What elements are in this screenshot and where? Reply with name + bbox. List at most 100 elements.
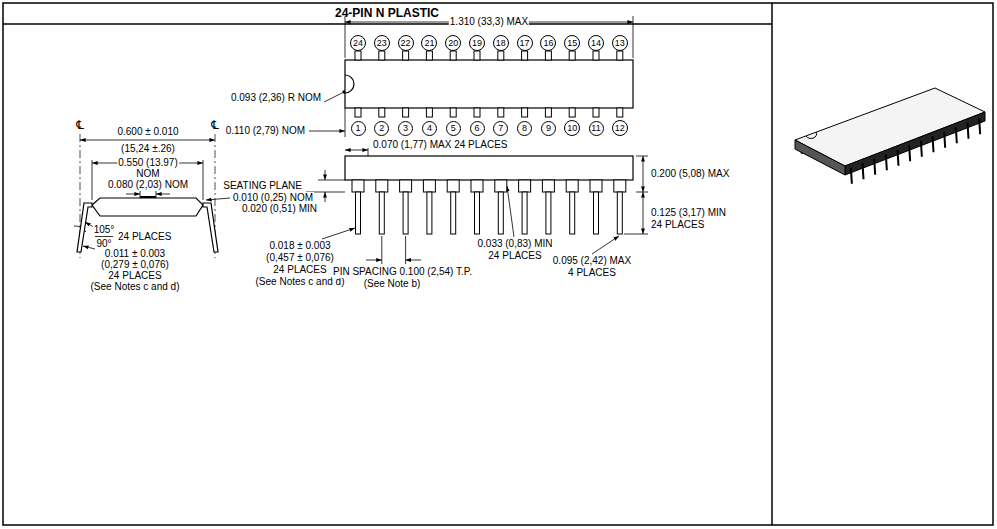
lead-outlines (522, 108, 528, 117)
end-view (77, 196, 218, 252)
end-view (77, 203, 92, 252)
lead-outlines (356, 192, 361, 234)
dimension-label: 0.018 ± 0.003 (268, 240, 331, 252)
pin-number: 6 (474, 123, 479, 133)
pin-number-circle: 9 (541, 121, 556, 136)
pin-number-circle: 1 (351, 121, 366, 136)
lead-outlines (593, 51, 599, 60)
top-view-body (345, 75, 354, 93)
side-view-body (345, 156, 633, 180)
pin-number-circle: 21 (421, 35, 437, 51)
dimension-lines (83, 246, 95, 249)
lead-outlines (546, 192, 551, 234)
package-illustration (795, 140, 845, 175)
lead-outlines (352, 51, 626, 234)
pin-number-circle: 12 (612, 120, 628, 136)
pin-number-circle: 22 (398, 35, 414, 51)
lead-outlines (450, 108, 456, 117)
sheet-frame (771, 3, 773, 525)
dimension-label: 0.125 (3,17) MIN (650, 207, 727, 219)
pin-number: 22 (401, 38, 411, 48)
pin-number: 15 (567, 38, 577, 48)
pin-number: 5 (451, 123, 456, 133)
dimension-lines (636, 192, 648, 193)
pin-number: 19 (472, 38, 482, 48)
pin-number: 13 (615, 38, 625, 48)
dimension-label: 24 PLACES (272, 264, 327, 276)
package-illustration (909, 145, 910, 161)
lead-outlines (495, 180, 507, 192)
pin-number: 10 (567, 123, 577, 133)
pin-number-circle: 20 (445, 35, 461, 51)
end-view (203, 203, 218, 252)
dimension-label: 0.080 (2,03) NOM (107, 179, 189, 191)
lead-outlines (450, 51, 456, 60)
pin-number: 20 (448, 38, 458, 48)
lead-outlines (498, 192, 503, 234)
lead-outlines (474, 108, 480, 117)
lead-outlines (400, 180, 412, 192)
dimension-label: 1.310 (33,3) MAX (449, 16, 529, 28)
lead-outlines (590, 180, 602, 192)
lead-outlines (352, 180, 364, 192)
lead-outlines (376, 180, 388, 192)
package-illustration (851, 168, 852, 184)
pin-number-circle: 8 (517, 121, 532, 136)
dimension-lines (74, 16, 648, 264)
dimension-lines (368, 148, 369, 156)
pin-number-circle: 6 (470, 121, 485, 136)
lead-outlines (426, 51, 432, 60)
package-illustration (921, 141, 922, 157)
drawing-title: 24-PIN N PLASTIC (335, 6, 439, 20)
dimension-lines (325, 192, 326, 202)
pin-number-circle: 11 (589, 121, 604, 136)
pin-number: 12 (615, 123, 625, 133)
centerline-symbol: ℄ (75, 119, 85, 132)
dimension-label: 4 PLACES (567, 267, 617, 279)
pin-number: 11 (591, 123, 600, 133)
package-illustration (898, 150, 899, 166)
dimension-label: 0.600 ± 0.010 (116, 126, 179, 138)
lead-outlines (471, 180, 483, 192)
pin-number-circle: 10 (564, 120, 580, 136)
pin-number-circle: 3 (398, 121, 413, 136)
dimension-lines (126, 194, 140, 195)
dimension-lines (203, 160, 204, 200)
dimension-label: 0.110 (2,79) NOM (225, 125, 306, 137)
dimension-label: 0.033 (0,83) MIN (476, 238, 553, 250)
lead-outlines (423, 180, 435, 192)
dimension-label: 0.070 (1,77) MAX 24 PLACES (372, 139, 509, 151)
dimension-lines (206, 198, 230, 200)
lead-outlines (451, 192, 456, 234)
lead-outlines (545, 108, 551, 117)
pin-number: 14 (591, 38, 601, 48)
dimension-lines (406, 260, 421, 261)
dimension-lines (366, 260, 382, 261)
pin-number-circle: 23 (374, 35, 390, 51)
lead-outlines (498, 51, 504, 60)
dimension-lines (345, 108, 346, 137)
lead-outlines (379, 192, 384, 234)
lead-outlines (617, 51, 623, 60)
dimension-lines (636, 156, 648, 157)
lead-outlines (569, 108, 575, 117)
end-view (92, 198, 203, 216)
dimension-label: (0,457 ± 0,076) (265, 252, 335, 264)
package-illustration (956, 127, 957, 143)
dimension-lines (643, 192, 644, 234)
package-illustration (795, 88, 985, 184)
dimension-lines (624, 234, 648, 235)
top-view-body (345, 60, 633, 108)
lead-outlines (569, 51, 575, 60)
centerline-symbol: ℄ (210, 119, 220, 132)
lead-outlines (519, 180, 531, 192)
dimension-label: 0.200 (5,08) MAX (650, 168, 730, 180)
package-illustration (874, 159, 875, 175)
dimension-label: 0.095 (2,42) MAX (552, 255, 632, 267)
pin-number-circle: 19 (469, 35, 485, 51)
dimension-label: (15,24 ±.26) (120, 143, 176, 155)
lead-outlines (474, 51, 480, 60)
dimension-label: 0.093 (2,36) R NOM (230, 92, 322, 104)
top-view-body (345, 60, 633, 108)
